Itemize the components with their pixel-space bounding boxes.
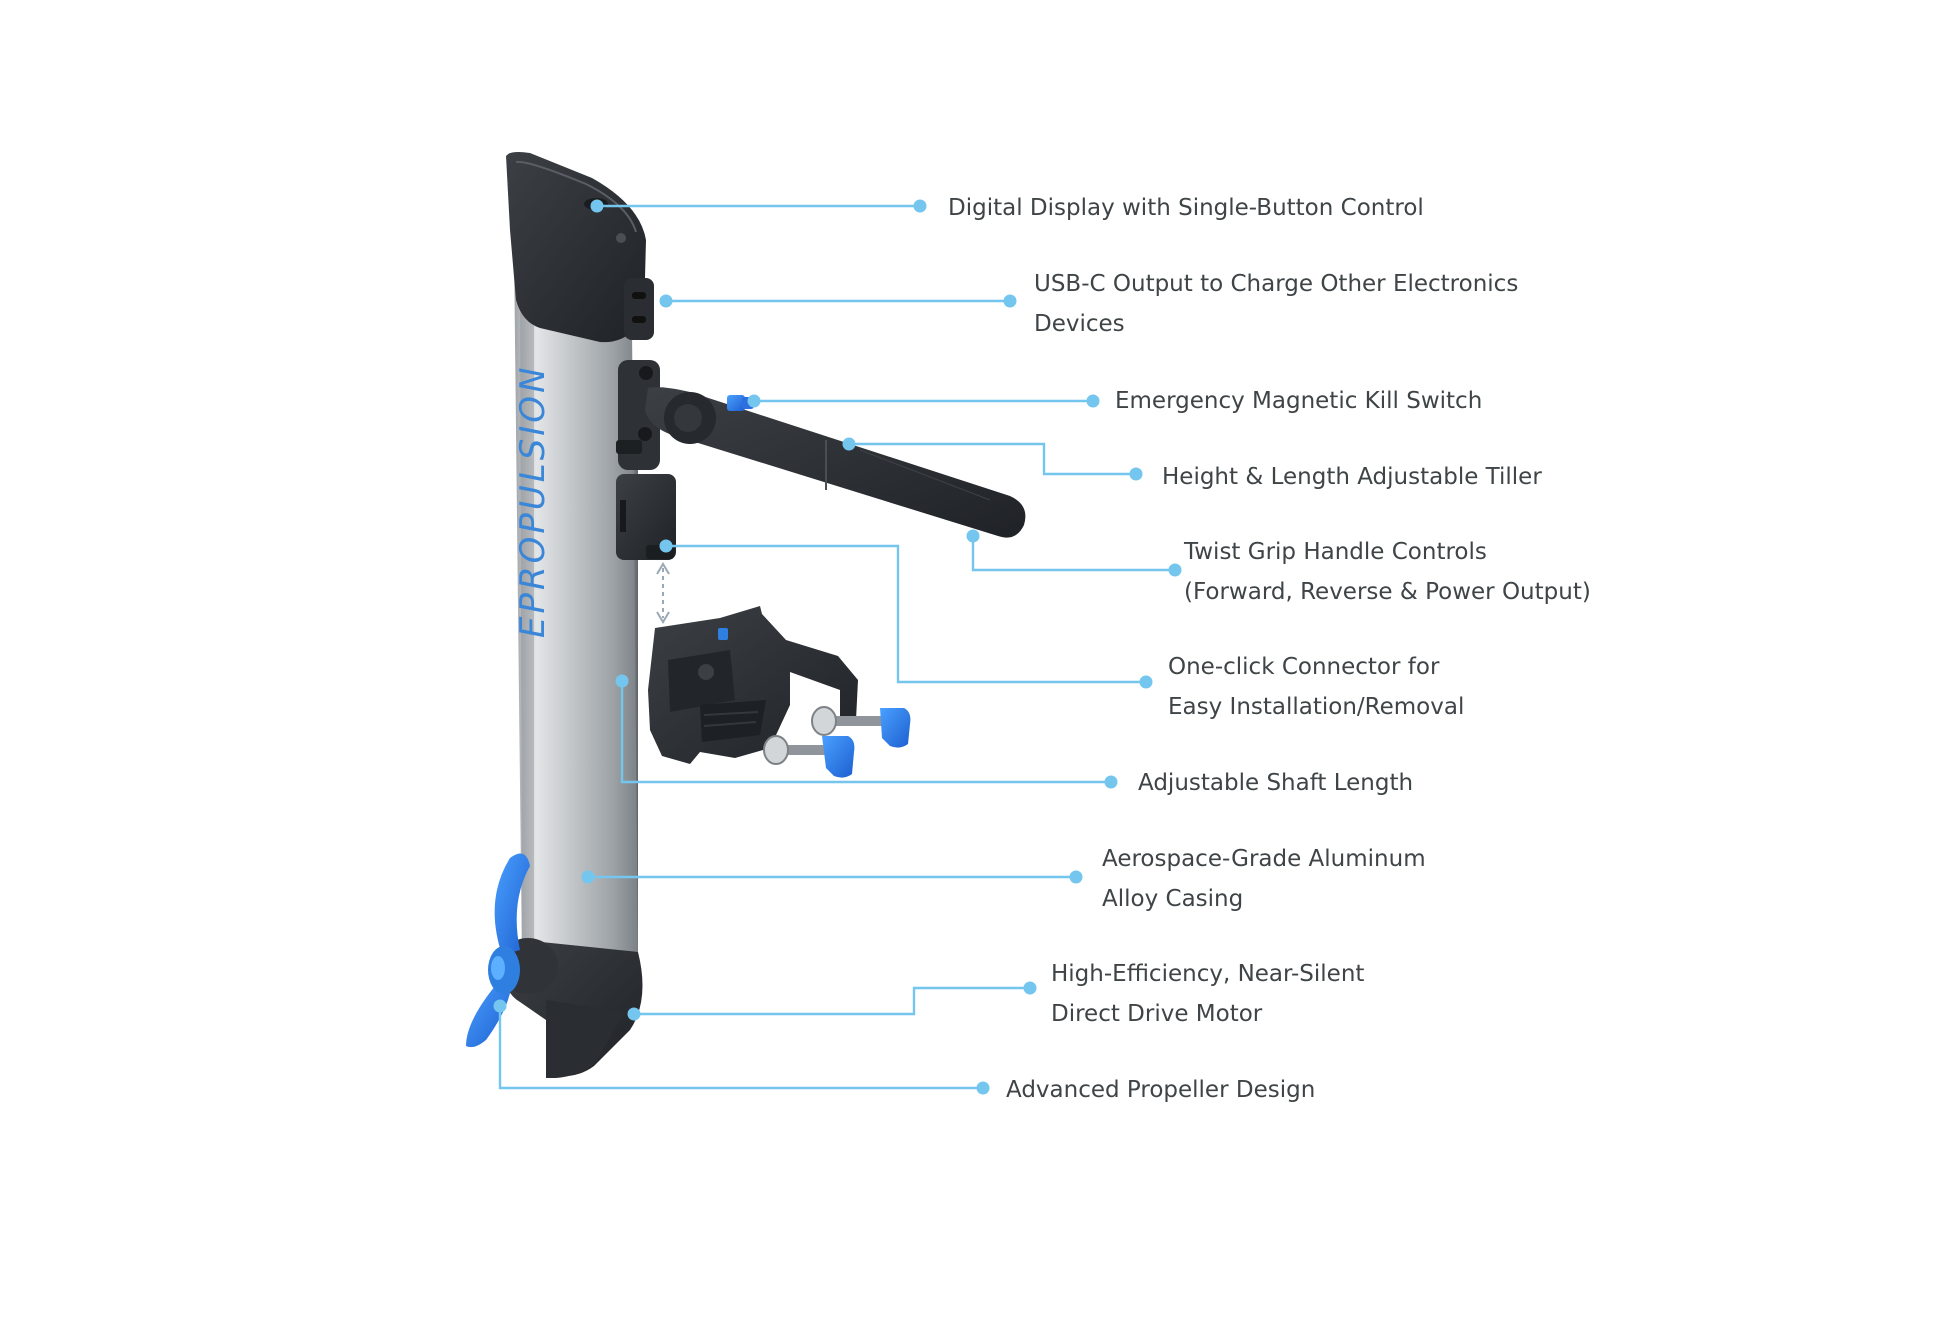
brand-lettering: EPROPULSION [513,364,553,638]
leader-connector [659,539,1153,689]
leader-propeller [493,999,990,1095]
kill-switch [727,395,745,411]
label-connector-line2: Easy Installation/Removal [1168,694,1464,720]
label-twist-grip-line2: (Forward, Reverse & Power Output) [1184,579,1591,605]
callout-labels: Digital Display with Single-Button Contr… [948,195,1591,1103]
aluminum-casing [514,250,638,965]
label-usbc-line2: Devices [1034,311,1125,337]
label-twist-grip-line1: Twist Grip Handle Controls [1183,539,1487,565]
label-propeller: Advanced Propeller Design [1006,1077,1315,1103]
propeller [466,853,530,1048]
label-casing-line1: Aerospace-Grade Aluminum [1102,846,1426,872]
usbc-port-block [624,278,654,340]
leader-usbc [659,294,1017,308]
leader-twist-grip [966,529,1182,577]
label-motor-line1: High-Efficiency, Near-Silent [1051,961,1364,987]
transom-clamp [648,606,858,764]
label-motor-line2: Direct Drive Motor [1051,1001,1263,1027]
leader-casing [581,870,1083,884]
leader-kill-switch [747,394,1100,408]
skeg [546,1000,624,1078]
leader-display [590,199,927,213]
leader-shaft [615,674,1118,789]
label-usbc-line1: USB-C Output to Charge Other Electronics [1034,271,1518,297]
label-shaft: Adjustable Shaft Length [1138,770,1413,796]
leader-lines [493,199,1182,1095]
label-casing-line2: Alloy Casing [1102,886,1243,912]
leader-tiller [842,437,1143,481]
clamp-screws [763,706,911,778]
tiller-arm [645,387,1026,538]
leader-motor [627,981,1037,1021]
outboard-motor-illustration: EPROPULSION [466,152,1026,1078]
label-tiller: Height & Length Adjustable Tiller [1162,464,1542,490]
label-display: Digital Display with Single-Button Contr… [948,195,1424,221]
label-connector-line1: One-click Connector for [1168,654,1440,680]
label-kill-switch: Emergency Magnetic Kill Switch [1115,388,1482,414]
one-click-connector [616,474,676,560]
